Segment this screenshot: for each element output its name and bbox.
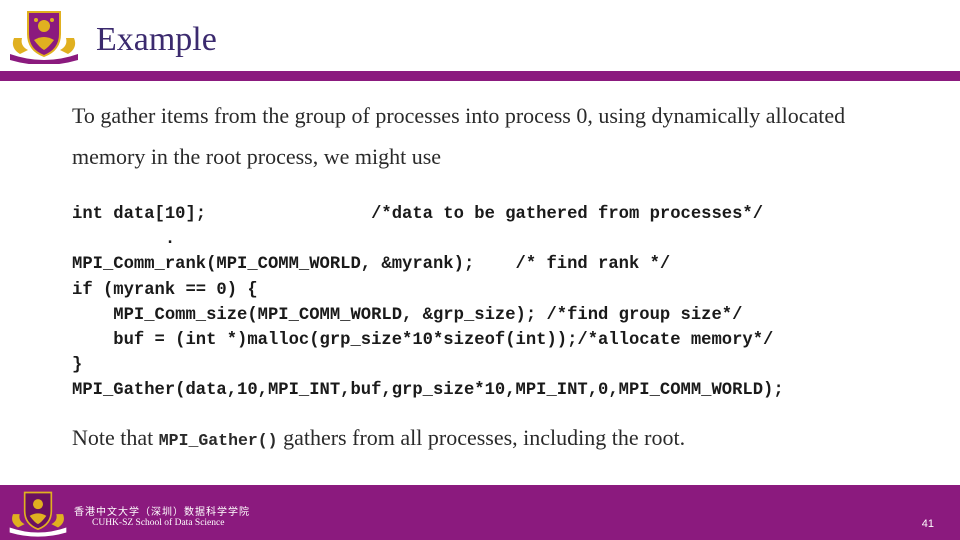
footer-institution-cn: 香港中文大学（深圳）数据科学学院 [74,507,250,518]
note-text: Note that MPI_Gather() gathers from all … [72,424,685,455]
code-line: buf = (int *)malloc(grp_size*10*sizeof(i… [72,330,774,350]
footer-bar: 香港中文大学（深圳）数据科学学院 CUHK-SZ School of Data … [0,485,960,540]
cuhk-crest-icon [9,491,67,537]
code-line: MPI_Comm_size(MPI_COMM_WORLD, &grp_size)… [72,305,743,325]
code-line: } [72,356,83,376]
page-number: 41 [921,518,934,530]
header-bar [0,71,960,81]
note-prefix: Note that [72,425,159,450]
code-block: int data[10]; /*data to be gathered from… [72,202,784,404]
code-line: . [72,230,176,250]
intro-line-1: To gather items from the group of proces… [72,103,846,128]
note-suffix: gathers from all processes, including th… [277,425,686,450]
code-line: if (myrank == 0) { [72,280,258,300]
code-line: int data[10]; /*data to be gathered from… [72,205,764,224]
slide-title: Example [96,21,217,58]
code-line: MPI_Comm_rank(MPI_COMM_WORLD, &myrank); … [72,255,671,275]
note-code: MPI_Gather() [158,431,278,450]
code-line: MPI_Gather(data,10,MPI_INT,buf,grp_size*… [72,381,784,401]
footer-institution-en: CUHK-SZ School of Data Science [92,518,225,528]
cuhk-crest-icon [10,11,78,64]
intro-line-2: memory in the root process, we might use [72,144,442,169]
